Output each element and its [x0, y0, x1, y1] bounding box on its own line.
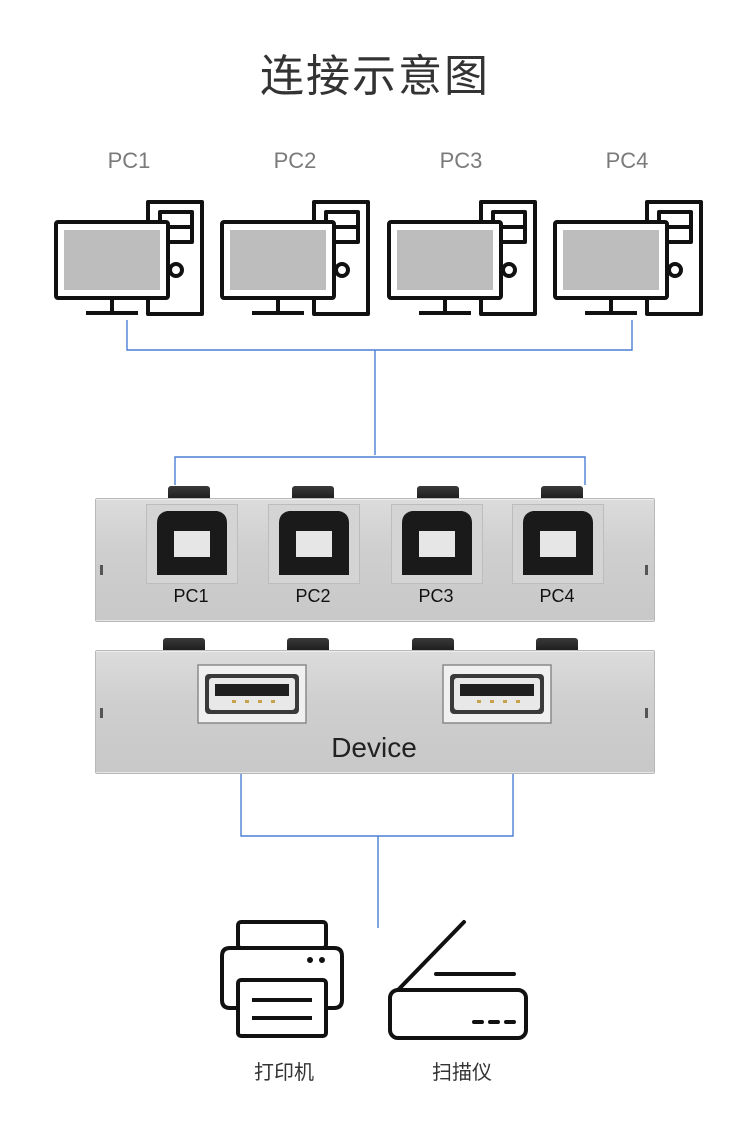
page-title: 连接示意图	[260, 51, 490, 102]
computer-icon	[387, 200, 537, 316]
cable-knob	[536, 638, 578, 652]
computer-icon	[553, 200, 703, 316]
side-notch	[645, 708, 648, 718]
cable-knob	[287, 638, 329, 652]
cable-knob	[412, 638, 454, 652]
usb-b-port	[146, 504, 238, 584]
usb-a-port	[442, 664, 552, 724]
device-output-wire	[240, 772, 514, 837]
usb-b-port	[512, 504, 604, 584]
port-label-4: PC4	[539, 586, 575, 606]
computer-icon	[220, 200, 370, 316]
scanner-label: 扫描仪	[432, 1060, 492, 1084]
scanner-icon	[388, 920, 528, 1040]
cable-knob	[168, 486, 210, 500]
switch-output-panel	[95, 650, 655, 774]
cable-knob	[292, 486, 334, 500]
usb-b-port	[268, 504, 360, 584]
printer-label: 打印机	[254, 1060, 314, 1084]
usb-a-port	[197, 664, 307, 724]
pc-bus-wire	[126, 320, 633, 351]
pc-label-4: PC4	[605, 148, 649, 173]
pc-label-3: PC3	[439, 148, 483, 173]
cable-knob	[541, 486, 583, 500]
side-notch	[100, 708, 103, 718]
device-port-label: Device	[331, 732, 417, 763]
computer-icon	[54, 200, 204, 316]
pc-label-2: PC2	[273, 148, 317, 173]
side-notch	[100, 565, 103, 575]
usb-b-port	[391, 504, 483, 584]
pc-label-1: PC1	[107, 148, 151, 173]
cable-knob	[417, 486, 459, 500]
port-label-1: PC1	[173, 586, 209, 606]
side-notch	[645, 565, 648, 575]
port-label-2: PC2	[295, 586, 331, 606]
cable-knob	[163, 638, 205, 652]
printer-icon	[220, 920, 344, 1038]
port-label-3: PC3	[418, 586, 454, 606]
switch-input-wire	[174, 456, 586, 485]
